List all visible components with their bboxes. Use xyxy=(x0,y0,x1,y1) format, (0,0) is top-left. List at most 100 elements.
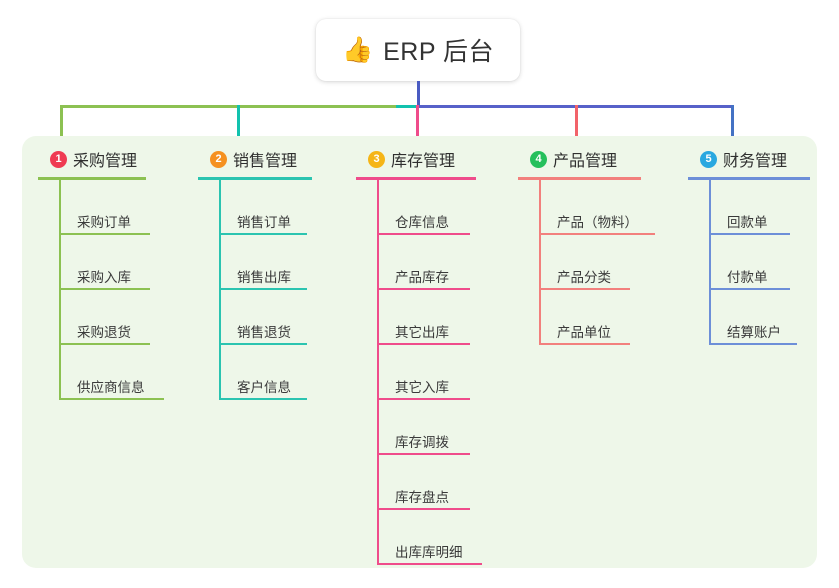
list-item-label: 其它入库 xyxy=(395,380,449,395)
branch-item-list: 产品（物料） 产品分类产品单位 xyxy=(518,180,655,345)
branch-underline xyxy=(518,177,641,180)
branch-title: 销售管理 xyxy=(233,153,298,170)
list-item-underline xyxy=(377,398,470,400)
list-item[interactable]: 库存调拨 xyxy=(377,400,476,455)
list-item[interactable]: 出库库明细 xyxy=(377,510,482,565)
list-item[interactable]: 其它入库 xyxy=(377,345,476,400)
connector-drop-2 xyxy=(237,105,240,144)
branch-number-badge: 3 xyxy=(368,150,385,168)
list-item-label: 回款单 xyxy=(727,215,768,230)
root-node[interactable]: 👍 ERP 后台 xyxy=(316,19,520,81)
branch-title: 财务管理 xyxy=(723,153,788,170)
list-item-label: 付款单 xyxy=(727,270,768,285)
list-item-label: 采购订单 xyxy=(77,215,131,230)
thumbs-up-icon: 👍 xyxy=(341,35,374,64)
branch-column-5: 5 财务管理回款单付款单结算账户 xyxy=(688,146,810,345)
connector-drop-4 xyxy=(575,105,578,144)
list-item-underline xyxy=(59,343,150,345)
list-item[interactable]: 客户信息 xyxy=(219,345,312,400)
connector-bar-left xyxy=(60,105,398,108)
list-item-underline xyxy=(219,233,307,235)
list-item-underline xyxy=(539,288,630,290)
list-item-label: 销售出库 xyxy=(237,270,291,285)
list-item-label: 供应商信息 xyxy=(77,380,145,395)
list-item-underline xyxy=(539,343,630,345)
list-item[interactable]: 产品分类 xyxy=(539,235,642,290)
list-item-label: 结算账户 xyxy=(727,325,781,340)
branch-title: 产品管理 xyxy=(553,153,618,170)
list-item[interactable]: 其它出库 xyxy=(377,290,476,345)
branch-underline xyxy=(38,177,146,180)
branch-underline xyxy=(688,177,810,180)
list-item[interactable]: 销售退货 xyxy=(219,290,312,345)
branch-underline xyxy=(198,177,312,180)
branch-column-1: 1 采购管理采购订单采购入库采购退货供应商信息 xyxy=(38,146,164,400)
branch-header-4[interactable]: 4 产品管理 xyxy=(518,146,642,172)
list-item[interactable]: 销售订单 xyxy=(219,180,312,235)
list-item-underline xyxy=(539,233,655,235)
list-item[interactable]: 产品库存 xyxy=(377,235,476,290)
list-item-label: 库存调拨 xyxy=(395,435,449,450)
list-item-label: 产品库存 xyxy=(395,270,449,285)
connector-drop-1 xyxy=(60,105,63,144)
list-item[interactable]: 销售出库 xyxy=(219,235,312,290)
list-item-label: 销售订单 xyxy=(237,215,291,230)
list-item-underline xyxy=(377,233,470,235)
list-item-underline xyxy=(219,288,307,290)
branch-item-list: 仓库信息产品库存其它出库其它入库库存调拨库存盘点出库库明细 xyxy=(356,180,482,565)
list-item-label: 出库库明细 xyxy=(395,545,463,560)
list-item-underline xyxy=(219,343,307,345)
branch-header-1[interactable]: 1 采购管理 xyxy=(38,146,149,172)
branch-item-list: 销售订单销售出库销售退货客户信息 xyxy=(198,180,312,400)
list-item-underline xyxy=(377,343,470,345)
branch-item-list: 采购订单采购入库采购退货供应商信息 xyxy=(38,180,164,400)
branch-column-2: 2 销售管理销售订单销售出库销售退货客户信息 xyxy=(198,146,312,400)
list-item[interactable]: 付款单 xyxy=(709,235,810,290)
list-item[interactable]: 采购订单 xyxy=(59,180,150,235)
list-item[interactable]: 库存盘点 xyxy=(377,455,476,510)
connector-drop-5 xyxy=(731,105,734,144)
list-item-underline xyxy=(709,288,790,290)
list-item-underline xyxy=(377,508,470,510)
list-item-underline xyxy=(59,233,150,235)
connector-drop-3 xyxy=(416,105,419,144)
branch-spine xyxy=(539,180,541,345)
list-item[interactable]: 产品单位 xyxy=(539,290,642,345)
branch-title: 库存管理 xyxy=(391,153,456,170)
list-item-label: 客户信息 xyxy=(237,380,291,395)
branch-header-3[interactable]: 3 库存管理 xyxy=(356,146,476,172)
root-node-title: ERP 后台 xyxy=(383,38,495,66)
branch-spine xyxy=(219,180,221,400)
list-item-label: 产品分类 xyxy=(557,270,611,285)
list-item[interactable]: 产品（物料） xyxy=(539,180,655,235)
list-item-underline xyxy=(377,453,470,455)
connector-root-stem xyxy=(417,81,420,107)
list-item-label: 采购退货 xyxy=(77,325,131,340)
branch-number-badge: 4 xyxy=(530,150,547,168)
branch-number-badge: 1 xyxy=(50,150,67,168)
branch-spine xyxy=(59,180,61,400)
branch-number-badge: 5 xyxy=(700,150,717,168)
list-item[interactable]: 供应商信息 xyxy=(59,345,164,400)
list-item-label: 采购入库 xyxy=(77,270,131,285)
branch-number-badge: 2 xyxy=(210,150,227,168)
list-item-label: 库存盘点 xyxy=(395,490,449,505)
list-item[interactable]: 仓库信息 xyxy=(377,180,476,235)
list-item[interactable]: 采购入库 xyxy=(59,235,150,290)
branch-title: 采购管理 xyxy=(73,153,138,170)
list-item-underline xyxy=(219,398,307,400)
list-item[interactable]: 回款单 xyxy=(709,180,810,235)
list-item-label: 仓库信息 xyxy=(395,215,449,230)
list-item-underline xyxy=(59,288,150,290)
branch-header-5[interactable]: 5 财务管理 xyxy=(688,146,810,172)
branch-spine xyxy=(377,180,379,565)
list-item-label: 产品（物料） xyxy=(557,215,638,230)
list-item-label: 其它出库 xyxy=(395,325,449,340)
branch-header-2[interactable]: 2 销售管理 xyxy=(198,146,312,172)
branch-column-3: 3 库存管理仓库信息产品库存其它出库其它入库库存调拨库存盘点出库库明细 xyxy=(356,146,482,565)
list-item[interactable]: 采购退货 xyxy=(59,290,150,345)
list-item[interactable]: 结算账户 xyxy=(709,290,810,345)
list-item-underline xyxy=(709,233,790,235)
content-panel xyxy=(22,136,817,568)
